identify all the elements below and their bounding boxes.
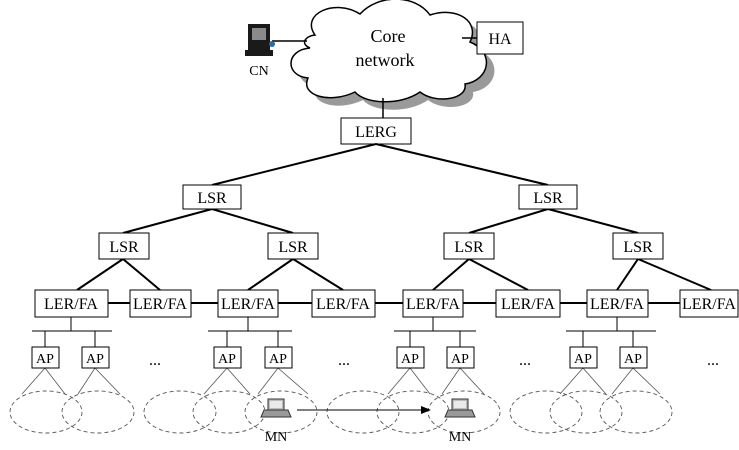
lerfa-label: LER/FA <box>501 296 555 313</box>
lerfa-node: LER/FA <box>34 289 109 318</box>
ap-node: AP <box>264 346 293 369</box>
lerfa-label: LER/FA <box>44 296 98 313</box>
ap-label: AP <box>451 352 469 367</box>
ap-node: AP <box>619 346 648 369</box>
ap-label: AP <box>218 352 236 367</box>
ap-node: AP <box>569 346 598 369</box>
ellipsis: ... <box>338 352 350 369</box>
lerfa-label: LER/FA <box>316 296 370 313</box>
lerfa-node: LER/FA <box>217 289 279 318</box>
lsr-node: LSR <box>443 232 495 260</box>
lerfa-node: LER/FA <box>679 289 739 318</box>
coverage-cells <box>9 390 673 434</box>
lsr-label: LSR <box>533 190 563 207</box>
ap-node: AP <box>81 346 110 369</box>
lerfa-node: LER/FA <box>586 289 649 318</box>
lerfa-node: LER/FA <box>402 289 464 318</box>
ha-node: HA <box>476 21 524 55</box>
lsr-label: LSR <box>623 239 653 256</box>
ellipsis: ... <box>519 352 531 369</box>
ap-label: AP <box>401 352 419 367</box>
lerfa-label: LER/FA <box>406 296 460 313</box>
ap-label: AP <box>624 352 642 367</box>
ap-node: AP <box>446 346 475 369</box>
core-network-cloud: Core network <box>290 0 495 110</box>
lsr-label: LSR <box>197 190 227 207</box>
lsr-node: LSR <box>267 232 319 260</box>
laptop-icon <box>444 398 476 418</box>
ellipsis: ... <box>149 352 161 369</box>
lerfa-label: LER/FA <box>221 296 275 313</box>
ap-node: AP <box>31 346 60 369</box>
ap-label: AP <box>86 352 104 367</box>
cn-label: CN <box>249 64 268 79</box>
lerfa-node: LER/FA <box>495 289 561 318</box>
lerfa-node: LER/FA <box>129 289 192 318</box>
computer-icon <box>245 24 275 56</box>
lsr-label: LSR <box>109 239 139 256</box>
lerfa-label: LER/FA <box>682 296 736 313</box>
ap-label: AP <box>574 352 592 367</box>
ap-label: AP <box>269 352 287 367</box>
lerg-label: LERG <box>355 124 397 141</box>
ellipsis: ... <box>707 352 719 369</box>
core-network-label-line2: network <box>356 50 415 70</box>
mn-label: MN <box>265 430 288 445</box>
lsr-label: LSR <box>454 239 484 256</box>
core-network-label-line1: Core <box>371 26 406 46</box>
ha-label: HA <box>488 31 512 48</box>
laptop-icon <box>260 398 292 418</box>
mn-label: MN <box>449 430 472 445</box>
lsr-node: LSR <box>612 232 664 260</box>
ap-node: AP <box>213 346 242 369</box>
ap-label: AP <box>36 352 54 367</box>
lsr-node: LSR <box>98 232 150 260</box>
lsr-node: LSR <box>518 184 578 210</box>
lsr-label: LSR <box>278 239 308 256</box>
lsr-node: LSR <box>182 184 242 210</box>
lerfa-label: LER/FA <box>133 296 187 313</box>
lerfa-label: LER/FA <box>590 296 644 313</box>
lerfa-node: LER/FA <box>311 289 376 318</box>
ap-node: AP <box>396 346 425 369</box>
lerg-node: LERG <box>340 117 412 145</box>
